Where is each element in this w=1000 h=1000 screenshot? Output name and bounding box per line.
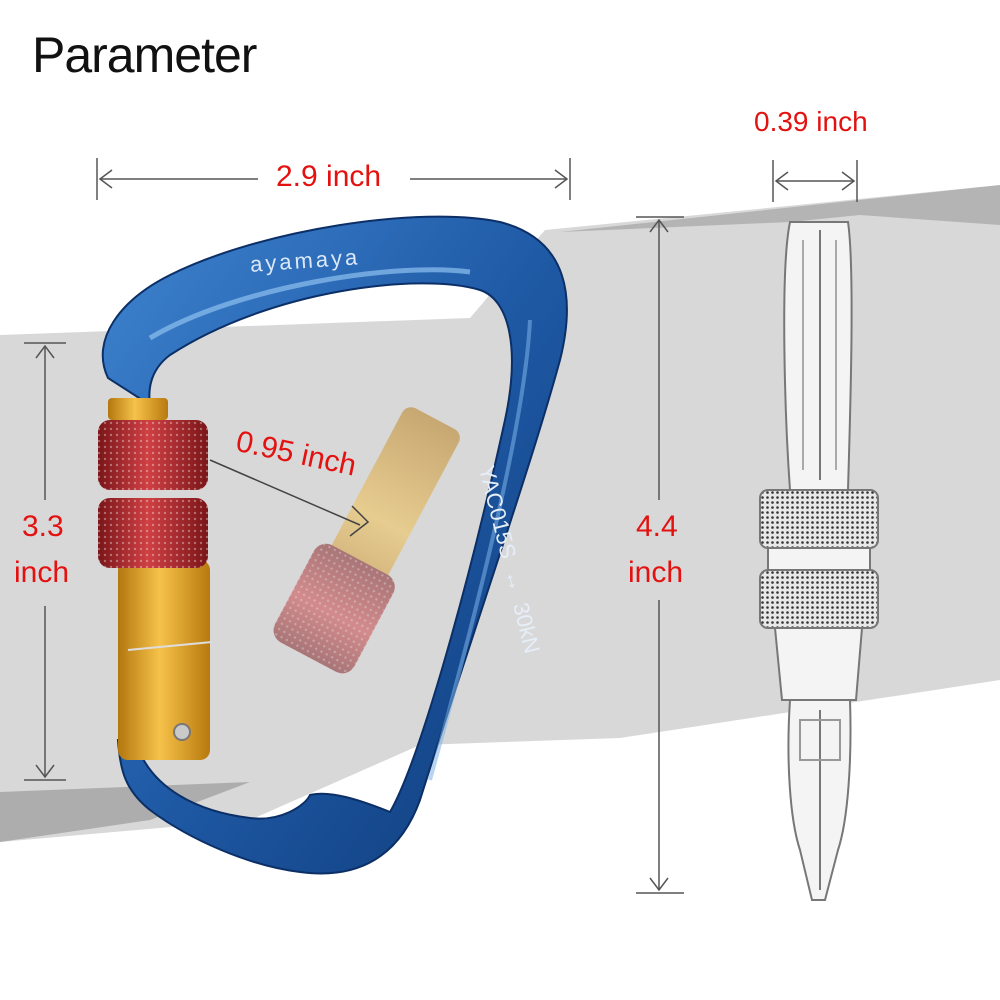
gate-opening-dimension-line (209, 459, 370, 537)
right-height-value: 4.4 (636, 510, 678, 543)
double-arrow-icon: ↔ (499, 566, 530, 595)
thickness-dimension-line (772, 160, 858, 202)
width-label: 2.9 inch (276, 160, 382, 193)
open-gate-ghost (273, 407, 460, 674)
right-height-dimension-line (636, 216, 684, 894)
thickness-label: 0.39 inch (754, 106, 868, 137)
side-profile-view (759, 221, 879, 901)
screw-gate (98, 398, 213, 760)
background-band-shadow (0, 782, 250, 842)
width-dimension-line (96, 158, 571, 200)
left-height-dimension-line (24, 342, 66, 781)
right-height-unit: inch (628, 556, 684, 589)
carabiner-body (101, 215, 568, 875)
background-band-shadow-top (560, 185, 1000, 232)
left-height-unit: inch (14, 556, 70, 589)
page-title: Parameter (32, 27, 257, 83)
left-height-value: 3.3 (22, 510, 64, 543)
